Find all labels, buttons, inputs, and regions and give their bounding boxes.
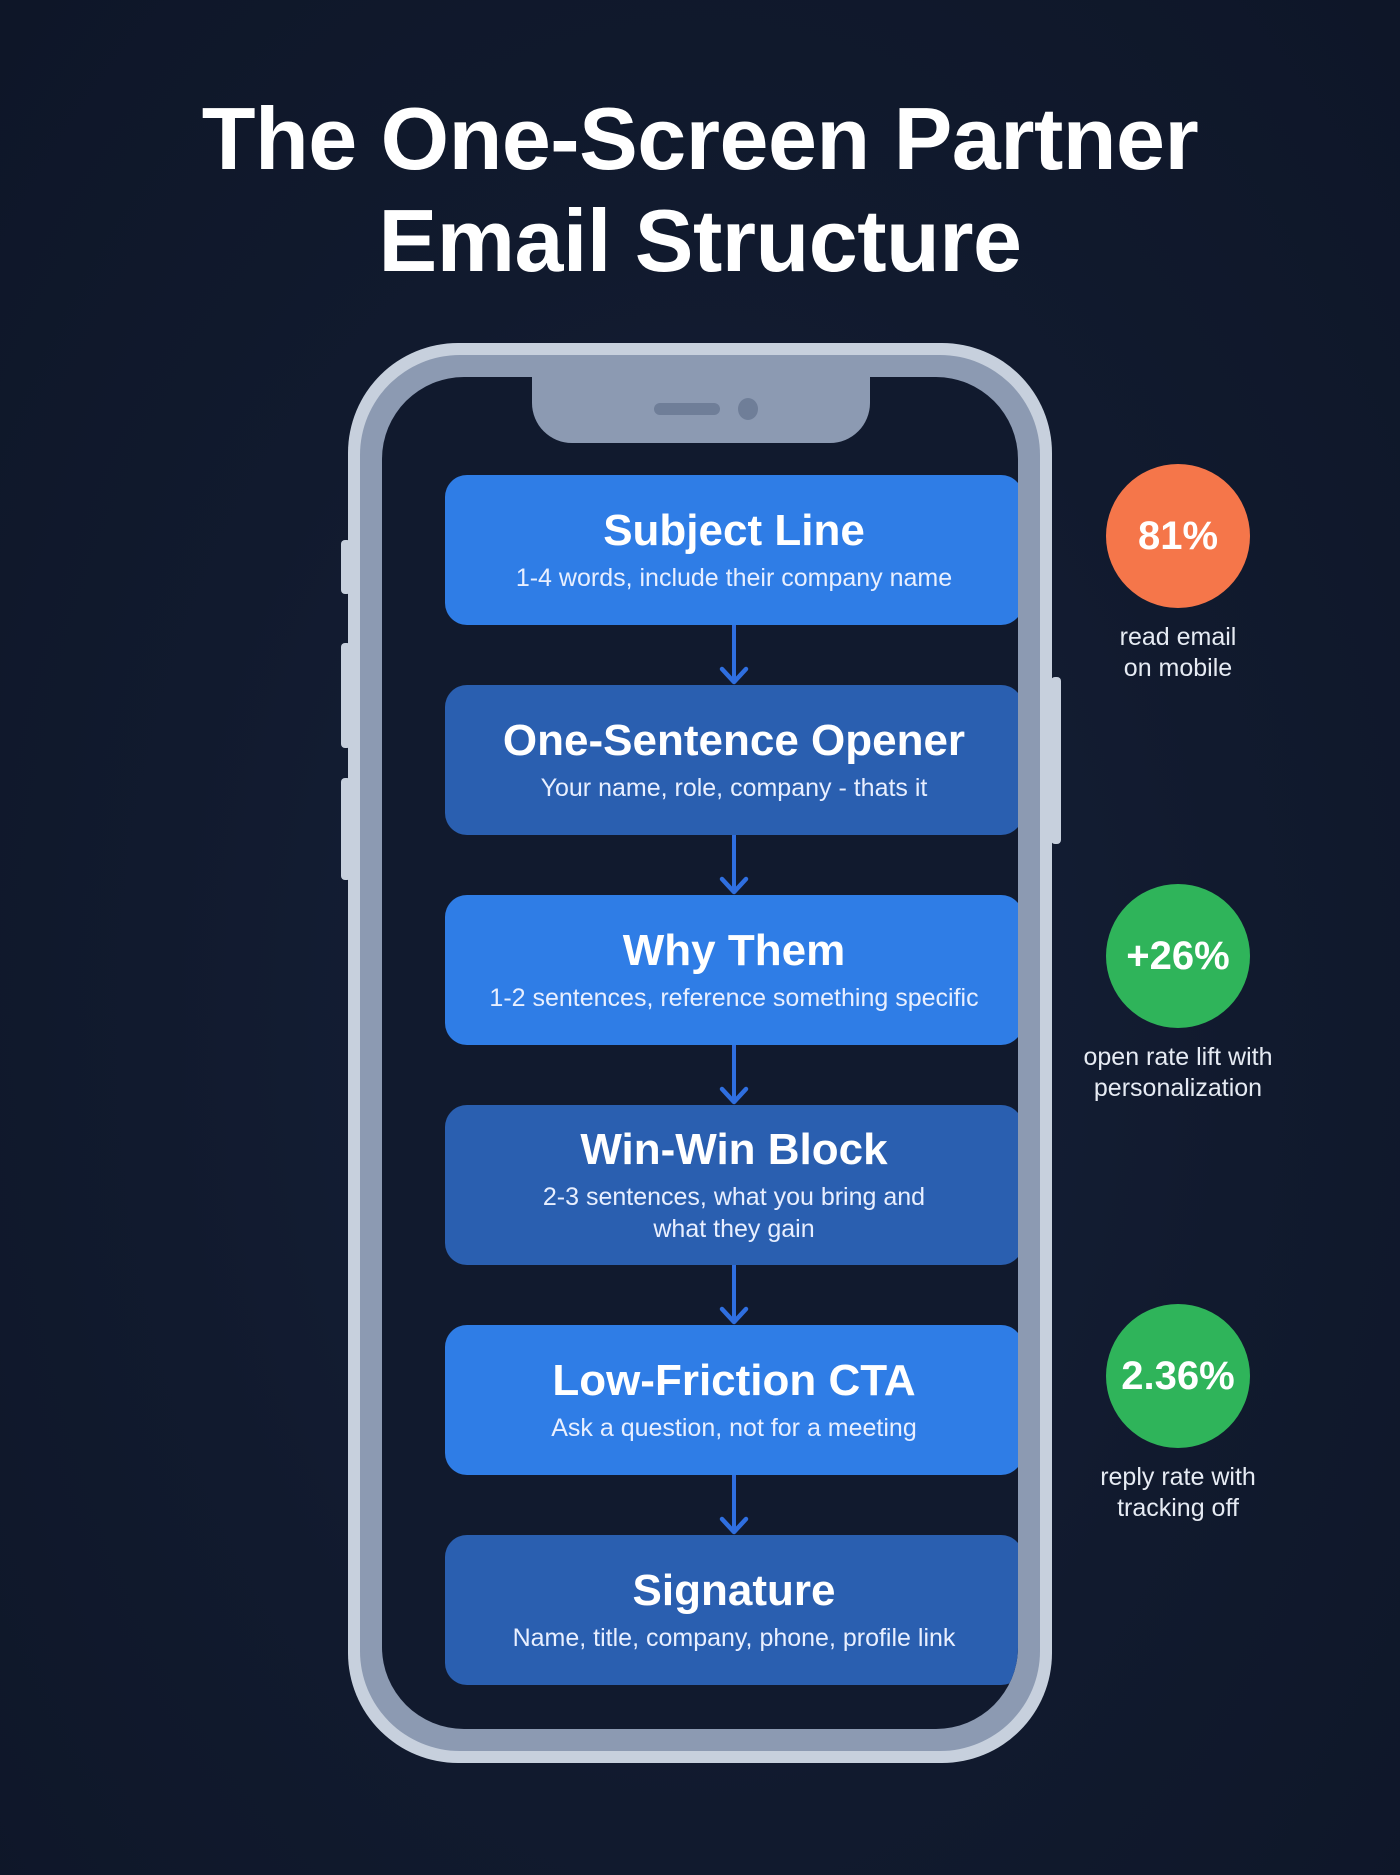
stat-label-line-2: personalization <box>1093 1074 1263 1102</box>
email-structure-flow: Subject Line 1-4 words, include their co… <box>445 475 1018 1685</box>
stat-badge-green: +26% <box>1106 884 1250 1028</box>
block-title: Subject Line <box>603 506 865 555</box>
arrow-down-icon <box>719 1265 749 1325</box>
camera-icon <box>738 398 758 420</box>
stat-label-line-1: open rate lift with <box>1083 1043 1273 1071</box>
arrow-connector <box>445 1475 1018 1535</box>
arrow-connector <box>445 625 1018 685</box>
block-title: Win-Win Block <box>580 1125 888 1174</box>
phone-volume-down-button <box>341 778 351 880</box>
block-title: Why Them <box>622 926 846 975</box>
block-description: 2-3 sentences, what you bring and what t… <box>529 1181 939 1245</box>
arrow-down-icon <box>719 1045 749 1105</box>
phone-volume-up-button <box>341 643 351 748</box>
arrow-down-icon <box>719 1475 749 1535</box>
speaker-icon <box>654 403 720 415</box>
block-low-friction-cta: Low-Friction CTA Ask a question, not for… <box>445 1325 1018 1475</box>
stat-mobile-readers: 81% read email on mobile <box>1048 464 1308 684</box>
stat-label-line-1: read email <box>1119 623 1237 651</box>
block-win-win: Win-Win Block 2-3 sentences, what you br… <box>445 1105 1018 1265</box>
block-description: Ask a question, not for a meeting <box>551 1414 917 1442</box>
title-line-1: The One-Screen Partner <box>201 89 1199 188</box>
block-description: 1-4 words, include their company name <box>515 564 953 592</box>
block-title: Signature <box>632 1566 836 1615</box>
arrow-down-icon <box>719 835 749 895</box>
arrow-down-icon <box>719 625 749 685</box>
stat-label-line-2: on mobile <box>1123 654 1233 682</box>
arrow-connector <box>445 1045 1018 1105</box>
block-description: Your name, role, company - thats it <box>540 774 928 802</box>
stat-label: reply rate with tracking off <box>1048 1462 1308 1524</box>
stat-badge-green: 2.36% <box>1106 1304 1250 1448</box>
stat-reply-rate: 2.36% reply rate with tracking off <box>1048 1304 1308 1524</box>
stat-personalization-lift: +26% open rate lift with personalization <box>1048 884 1308 1104</box>
stat-label-line-1: reply rate with <box>1100 1463 1256 1491</box>
phone-notch <box>532 377 870 443</box>
title-line-2: Email Structure <box>378 191 1022 290</box>
block-description-line-1: 2-3 sentences, what you bring and <box>542 1183 926 1211</box>
phone-mute-switch <box>341 540 351 594</box>
block-description-line-2: what they gain <box>653 1215 815 1243</box>
arrow-connector <box>445 835 1018 895</box>
stat-label: read email on mobile <box>1048 622 1308 684</box>
block-title: Low-Friction CTA <box>552 1356 916 1405</box>
phone-screen: Subject Line 1-4 words, include their co… <box>382 377 1018 1729</box>
phone-power-button <box>1051 677 1061 844</box>
block-one-sentence-opener: One-Sentence Opener Your name, role, com… <box>445 685 1018 835</box>
phone-mockup: Subject Line 1-4 words, include their co… <box>348 343 1052 1763</box>
block-description: Name, title, company, phone, profile lin… <box>512 1624 956 1652</box>
block-why-them: Why Them 1-2 sentences, reference someth… <box>445 895 1018 1045</box>
block-subject-line: Subject Line 1-4 words, include their co… <box>445 475 1018 625</box>
block-description: 1-2 sentences, reference something speci… <box>489 984 979 1012</box>
page-title: The One-Screen Partner Email Structure <box>0 88 1400 292</box>
arrow-connector <box>445 1265 1018 1325</box>
stat-badge-orange: 81% <box>1106 464 1250 608</box>
phone-bezel: Subject Line 1-4 words, include their co… <box>360 355 1040 1751</box>
stat-label-line-2: tracking off <box>1117 1494 1239 1522</box>
block-signature: Signature Name, title, company, phone, p… <box>445 1535 1018 1685</box>
block-title: One-Sentence Opener <box>502 716 966 765</box>
stat-label: open rate lift with personalization <box>1048 1042 1308 1104</box>
